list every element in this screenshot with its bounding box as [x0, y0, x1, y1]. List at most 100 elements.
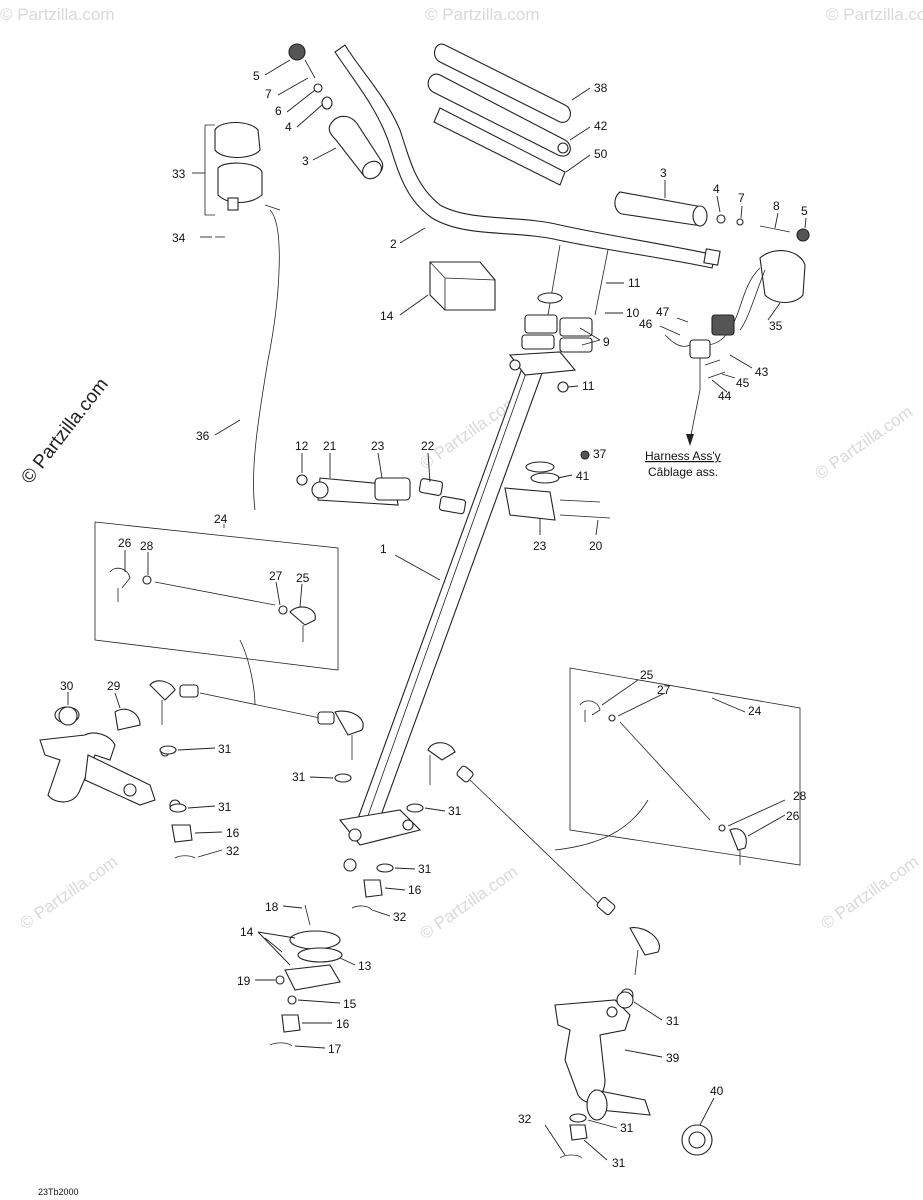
callout: 34 [172, 231, 186, 245]
watermark-text: © Partzilla.com [811, 402, 916, 483]
callout: 17 [328, 1042, 342, 1056]
callout: 24 [214, 512, 228, 526]
callout: 12 [295, 439, 309, 453]
callout: 22 [421, 439, 435, 453]
steering-column [338, 244, 609, 846]
callout: 33 [172, 167, 186, 181]
callout: 47 [656, 305, 670, 319]
callout: 50 [594, 147, 608, 161]
harness-note: Harness Ass'y Câblage ass. [645, 449, 721, 479]
handlebar [334, 44, 721, 269]
callout: 35 [769, 319, 783, 333]
callout: 25 [296, 571, 310, 585]
harness-label-fr: Câblage ass. [648, 465, 718, 479]
callout: 3 [302, 154, 309, 168]
steering-arm-assembly [296, 450, 611, 521]
callout: 36 [196, 429, 210, 443]
callout: 41 [576, 469, 590, 483]
callout: 43 [755, 365, 769, 379]
callout: 21 [323, 439, 337, 453]
callout: 15 [343, 997, 357, 1011]
callout: 2 [390, 237, 397, 251]
side-watermark: © Partzilla.com [17, 374, 112, 488]
callout: 10 [626, 306, 640, 320]
callout: 42 [594, 119, 608, 133]
watermark-text: © Partzilla.com [0, 5, 115, 24]
callout: 23 [371, 439, 385, 453]
callout: 19 [237, 974, 251, 988]
left-steering-knuckle [39, 706, 196, 859]
callout: 31 [448, 804, 462, 818]
callout: 28 [793, 789, 807, 803]
right-steering-knuckle [554, 988, 713, 1159]
callout: 31 [218, 800, 232, 814]
callout: 7 [265, 87, 272, 101]
callout: 16 [336, 1017, 350, 1031]
callout: 44 [718, 389, 732, 403]
callout: 13 [358, 959, 372, 973]
callout: 7 [738, 191, 745, 205]
callout: 26 [786, 809, 800, 823]
washers [58, 706, 634, 1123]
callout: 18 [265, 900, 279, 914]
lower-bearing-assembly [269, 858, 383, 1047]
callout: 32 [393, 910, 407, 924]
throttle-cable [253, 204, 281, 511]
harness-label-en: Harness Ass'y [645, 449, 721, 463]
callout: 31 [292, 770, 306, 784]
handlebar-pads [427, 43, 571, 186]
callout: 8 [773, 199, 780, 213]
callout: 31 [620, 1121, 634, 1135]
callout: 29 [107, 679, 121, 693]
callout: 45 [736, 376, 750, 390]
callout: 46 [639, 317, 653, 331]
callout: 31 [218, 742, 232, 756]
callout: 32 [226, 844, 240, 858]
callout: 38 [594, 81, 608, 95]
right-grip-assembly [614, 191, 810, 242]
callout: 4 [713, 182, 720, 196]
left-grip-assembly [288, 43, 384, 180]
callout: 31 [612, 1156, 626, 1170]
right-tie-rod [427, 742, 660, 976]
callout: 28 [140, 539, 154, 553]
callout: 11 [582, 379, 595, 393]
leader-lines [67, 59, 807, 1161]
callout: 26 [118, 536, 132, 550]
callout: 4 [285, 120, 292, 134]
callout: 16 [226, 826, 240, 840]
callout: 3 [660, 166, 667, 180]
switch-housing [664, 249, 806, 446]
callout: 39 [666, 1051, 680, 1065]
callout: 40 [710, 1084, 724, 1098]
callout: 14 [240, 925, 254, 939]
callout: 9 [603, 335, 610, 349]
callout: 5 [801, 204, 808, 218]
left-tie-rod [149, 680, 364, 760]
callout: 32 [518, 1112, 532, 1126]
watermark-text: © Partzilla.com [425, 5, 540, 24]
cover-assembly [204, 121, 263, 238]
callout: 11 [628, 276, 641, 290]
callout: 37 [593, 447, 607, 461]
drawing-code: 23Tb2000 [38, 1187, 79, 1197]
callout: 6 [275, 104, 282, 118]
watermark-text: © Partzilla.com [16, 852, 121, 933]
callout-labels: 5 7 6 4 3 2 38 42 50 3 4 7 8 5 14 11 10 … [60, 69, 808, 1170]
callout: 25 [640, 668, 654, 682]
callout: 24 [748, 704, 762, 718]
callout: 16 [408, 883, 422, 897]
callout: 5 [253, 69, 260, 83]
callout: 31 [418, 862, 432, 876]
watermark-text: © Partzilla.com [826, 5, 923, 24]
right-tie-rod-inset [554, 667, 801, 866]
watermark-text: © Partzilla.com [817, 852, 922, 933]
callout: 14 [380, 309, 394, 323]
callout: 1 [380, 542, 387, 556]
callout: 27 [269, 569, 283, 583]
left-tie-rod-inset [94, 521, 339, 706]
callout: 27 [657, 683, 671, 697]
callout: 23 [533, 539, 547, 553]
watermark-text: © Partzilla.com [416, 862, 521, 943]
